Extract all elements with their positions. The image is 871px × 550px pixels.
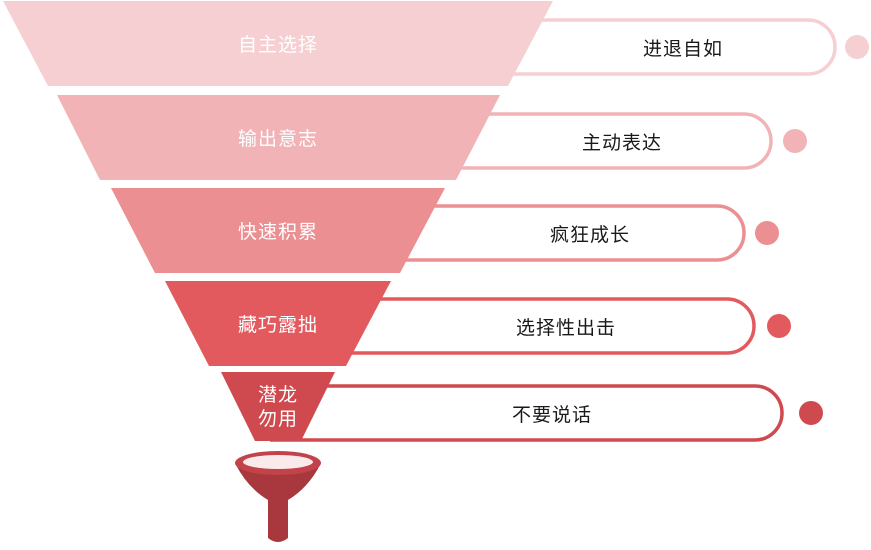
end-dot-1 — [845, 35, 869, 59]
pill-label-5: 不要说话 — [512, 404, 592, 426]
funnel-tier-1 — [3, 1, 553, 86]
tier-label-5-line-2: 勿用 — [258, 408, 298, 430]
funnel-body — [236, 465, 320, 542]
funnel-tier-3 — [111, 188, 445, 273]
pill-outline-2 — [400, 112, 773, 170]
pill-label-4: 选择性出击 — [516, 317, 616, 339]
pill-outline-1 — [430, 18, 837, 76]
end-dot-3 — [755, 221, 779, 245]
end-dot-4 — [767, 314, 791, 338]
tier-label-3: 快速积累 — [238, 221, 318, 243]
pill-outline-4 — [310, 297, 756, 355]
funnel-tier-5 — [221, 372, 335, 441]
end-dot-5 — [799, 401, 823, 425]
pill-group — [270, 18, 837, 442]
pill-outline-5 — [270, 384, 784, 442]
funnel-tier-4 — [165, 281, 391, 366]
funnel-tier-2 — [57, 95, 500, 180]
pill-outline-3 — [360, 204, 746, 262]
tier-label-2: 输出意志 — [238, 128, 318, 150]
tier-label-4: 藏巧露拙 — [238, 314, 318, 336]
tier-label-5-line-1: 潜龙 — [258, 384, 298, 406]
tier-label-group: 自主选择 输出意志 快速积累 藏巧露拙 潜龙 勿用 — [238, 34, 318, 430]
pill-label-2: 主动表达 — [582, 132, 662, 154]
funnel-icon — [235, 451, 321, 542]
pill-label-1: 进退自如 — [643, 38, 723, 60]
dot-group — [755, 35, 869, 425]
pill-label-group: 进退自如 主动表达 疯狂成长 选择性出击 不要说话 — [512, 38, 723, 426]
funnel-mouth — [243, 455, 313, 469]
tier-group — [3, 1, 553, 441]
pill-label-3: 疯狂成长 — [550, 224, 630, 246]
end-dot-2 — [783, 129, 807, 153]
tier-label-1: 自主选择 — [238, 34, 318, 56]
